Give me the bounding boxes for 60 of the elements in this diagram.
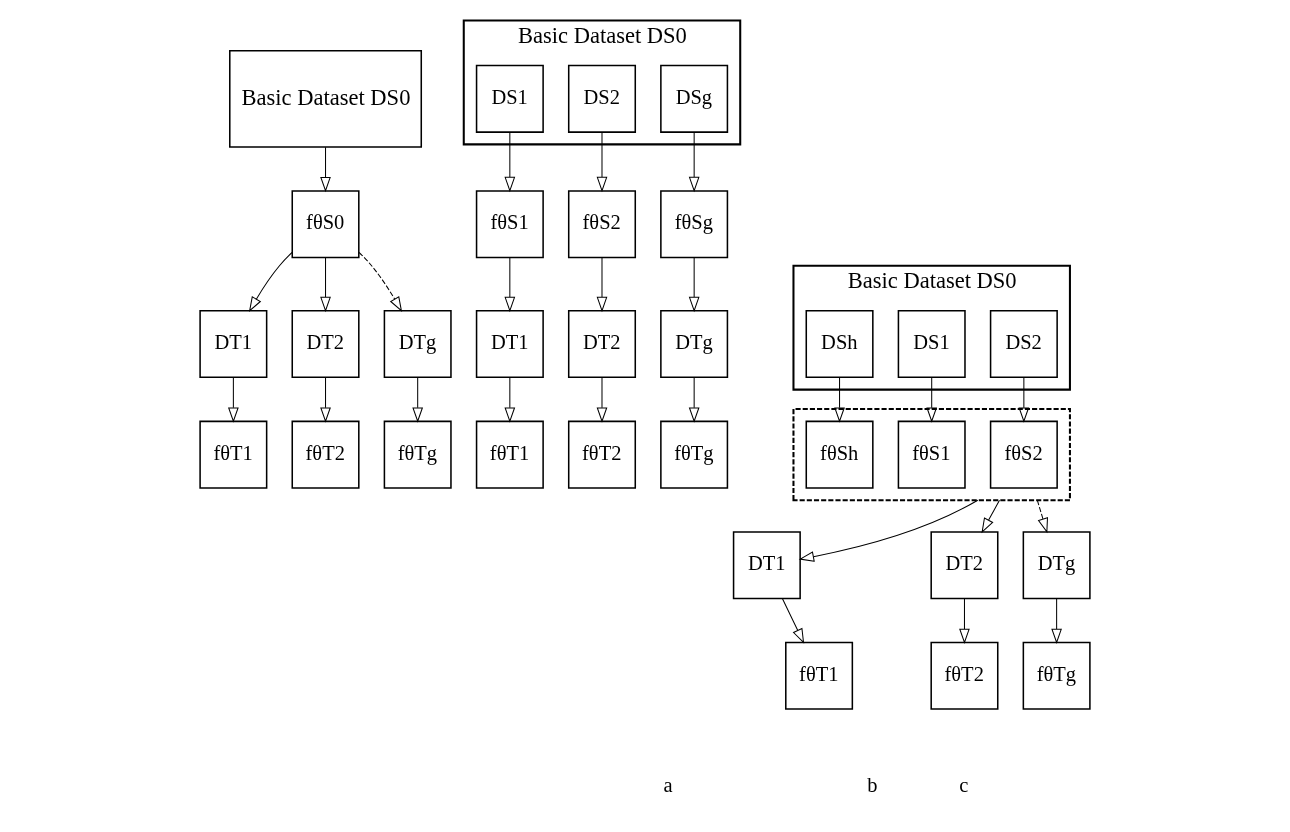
arrow: [358, 251, 403, 313]
node-box: DT2: [930, 531, 999, 600]
arrow: [596, 257, 608, 313]
node-box: DS2: [567, 64, 637, 133]
arrow: [1018, 376, 1030, 423]
node-box: DS1: [475, 64, 544, 133]
node-box: Basic Dataset DS0: [229, 49, 423, 148]
node-box: fθT1: [199, 420, 268, 489]
node-box: DS2: [989, 310, 1058, 379]
arrow: [504, 257, 516, 313]
arrow: [248, 251, 293, 313]
node-box: fθT2: [291, 420, 360, 489]
arrow: [228, 376, 239, 423]
node-box: fθTg: [660, 420, 729, 489]
node-box: fθS1: [475, 190, 544, 259]
arrow: [596, 131, 608, 193]
arrow: [504, 376, 516, 423]
arrow: [412, 376, 424, 423]
node-box: fθS2: [989, 420, 1058, 489]
node-box: DT2: [567, 310, 637, 379]
node-box: DSg: [660, 64, 729, 133]
node-box: DSh: [805, 310, 874, 379]
arrow: [1036, 499, 1049, 534]
node-box: fθS2: [567, 190, 637, 259]
node-box: DT2: [291, 310, 360, 379]
node-box: fθTg: [383, 420, 452, 489]
arrow: [798, 499, 979, 562]
arrow: [688, 376, 700, 423]
node-box: fθT1: [785, 641, 854, 710]
node-box: fθT2: [930, 641, 999, 710]
node-box: fθT2: [567, 420, 637, 489]
node-box: DTg: [383, 310, 452, 379]
arrow: [504, 131, 516, 193]
node-box: fθTg: [1022, 641, 1091, 710]
node-box: DTg: [660, 310, 729, 379]
arrow: [1051, 598, 1062, 644]
node-box: fθS0: [291, 190, 360, 259]
arrow: [688, 257, 700, 313]
arrow: [959, 598, 970, 644]
arrow: [981, 499, 1000, 534]
node-box: DT1: [732, 531, 801, 600]
label: a: [663, 773, 673, 796]
node-box: fθSh: [805, 420, 874, 489]
label: c: [959, 773, 969, 796]
node-box: DT1: [475, 310, 544, 379]
node-box: DS1: [897, 310, 966, 379]
arrow: [926, 376, 938, 423]
arrow: [320, 376, 331, 423]
node-box: fθSg: [660, 190, 729, 259]
arrow: [320, 257, 331, 313]
arrow: [781, 598, 805, 644]
node-box: DT1: [199, 310, 268, 379]
arrow: [834, 376, 845, 423]
arrow: [320, 146, 331, 193]
label: b: [867, 773, 878, 796]
arrow: [688, 131, 700, 193]
node-box: fθT1: [475, 420, 544, 489]
node-box: fθS1: [897, 420, 966, 489]
arrow: [596, 376, 608, 423]
node-box: DTg: [1022, 531, 1091, 600]
